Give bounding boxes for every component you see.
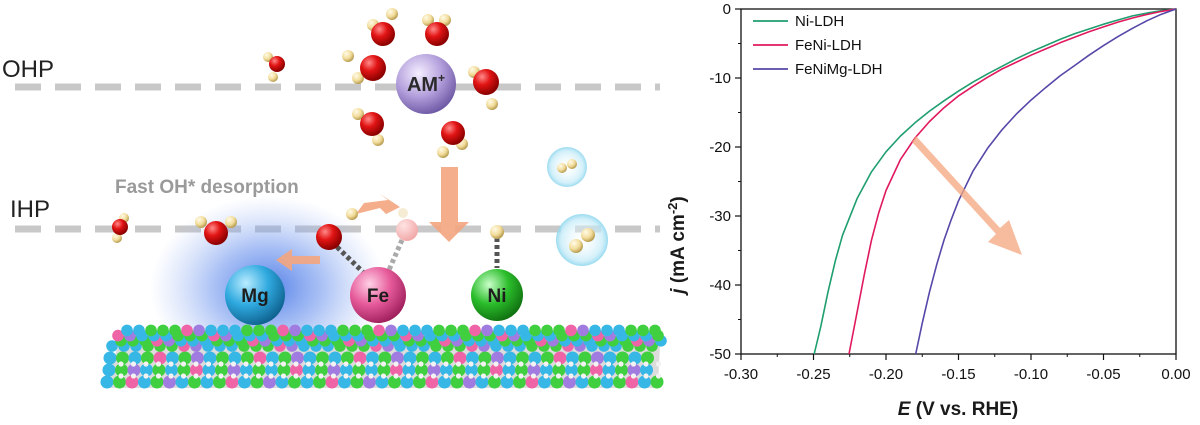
legend-label: FeNiMg-LDH: [795, 61, 883, 78]
water-molecule: [195, 216, 237, 245]
x-tick-label: -0.20: [869, 366, 903, 383]
h2-bubble: [556, 214, 608, 266]
x-tick-label: -0.30: [724, 366, 758, 383]
x-tick-label: -0.05: [1086, 366, 1120, 383]
migration-arrow: [276, 249, 320, 271]
x-tick-label: 0.00: [1161, 366, 1190, 383]
mg-label: Mg: [241, 286, 268, 307]
ni-label: Ni: [488, 286, 507, 307]
x-axis-title: E (V vs. RHE): [898, 399, 1018, 420]
oh-faded-adsorbate: [396, 208, 418, 241]
h-adsorbate: [490, 225, 504, 239]
y-tick-label: -50: [709, 346, 731, 363]
x-tick-label: -0.15: [941, 366, 975, 383]
fe-label: Fe: [367, 286, 389, 307]
legend-label: Ni-LDH: [795, 13, 844, 30]
water-molecule: [263, 52, 285, 82]
cation-approach-arrow: [429, 167, 469, 242]
mg-atom: Mg: [225, 265, 285, 325]
fe-atom: Fe: [350, 267, 406, 323]
ihp-label: IHP: [10, 196, 50, 223]
y-tick-label: 0: [723, 1, 731, 18]
cation-label: AM+: [407, 71, 445, 96]
hydrated-cation: AM+: [342, 8, 499, 158]
legend-label: FeNi-LDH: [795, 37, 862, 54]
interface-scheme: OHP IHP: [2, 8, 667, 389]
ni-atom: Ni: [471, 269, 523, 321]
x-tick-label: -0.25: [796, 366, 830, 383]
series-line-feni-ldh: [848, 8, 1177, 355]
ohp-label: OHP: [2, 56, 54, 83]
h2-bubble: [547, 147, 587, 187]
trend-arrow: [912, 136, 1022, 255]
series-line-ni-ldh: [813, 8, 1177, 355]
series-line-fenimg-ldh: [914, 8, 1177, 355]
oh-adsorbate: [316, 208, 358, 250]
ldh-lattice: [100, 324, 667, 389]
fe-oh-faded-bond: [386, 239, 405, 271]
y-tick-label: -40: [709, 277, 731, 294]
cation-sphere: [396, 54, 456, 114]
y-tick-label: -30: [709, 208, 731, 225]
plot-frame: [740, 8, 1177, 355]
desorption-label: Fast OH* desorption: [115, 177, 299, 198]
y-tick-label: -20: [709, 139, 731, 156]
x-tick-label: -0.10: [1014, 366, 1048, 383]
desorption-arrow: [356, 194, 400, 214]
water-molecule: [112, 213, 129, 243]
y-tick-label: -10: [709, 70, 731, 87]
